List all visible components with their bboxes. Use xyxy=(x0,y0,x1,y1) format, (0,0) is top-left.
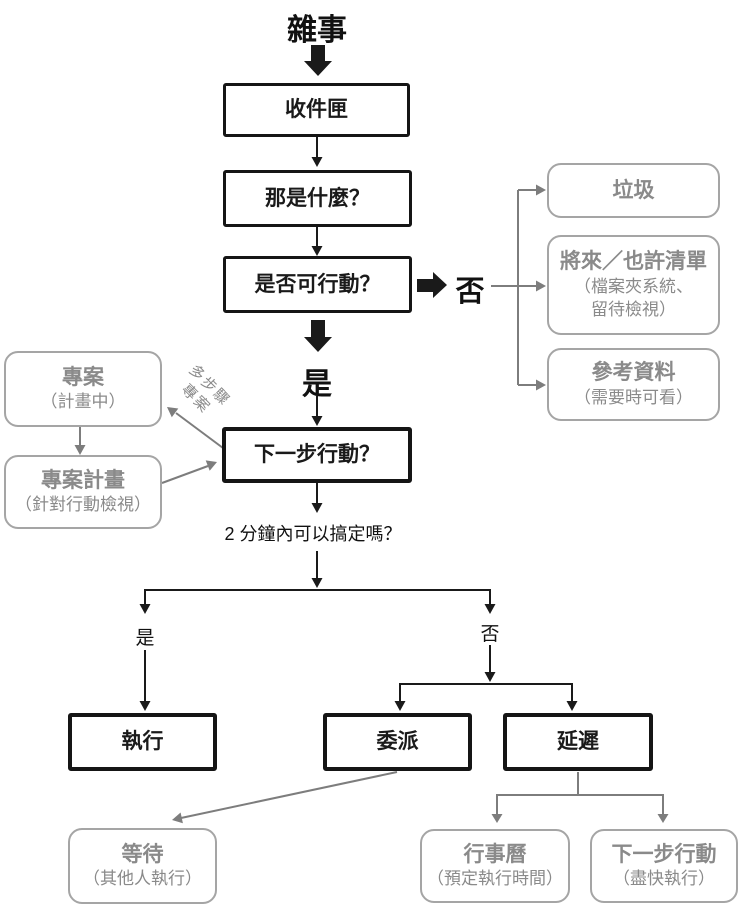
node-calendar-label: 行事曆 xyxy=(463,842,527,866)
node-someday-maybe-note1: （檔案夾系統、 xyxy=(574,276,693,296)
arrowhead-right-icon xyxy=(536,184,546,196)
label-yes-small: 是 xyxy=(135,628,155,649)
big-arrow-down-icon xyxy=(304,45,332,76)
arrowhead-down-icon xyxy=(484,672,496,682)
node-next-action-asap-note: （盡快執行） xyxy=(613,869,715,889)
node-project-plans-note: （針對行動檢視） xyxy=(15,495,151,515)
node-defer-label: 延遲 xyxy=(557,730,599,754)
node-delegate: 委派 xyxy=(323,713,472,771)
node-next-action-asap: 下一步行動 （盡快執行） xyxy=(590,829,738,903)
wire-delegate-to-waiting xyxy=(180,771,398,819)
node-project-plans: 專案計畫 （針對行動檢視） xyxy=(4,455,162,529)
node-is-it-actionable-label: 是否可行動？ xyxy=(254,272,381,296)
node-project-plans-label: 專案計畫 xyxy=(41,468,125,492)
arrowhead-down-icon xyxy=(311,157,323,167)
node-reference-note: （需要時可看） xyxy=(574,387,693,407)
diagram-title: 雜事 xyxy=(287,14,347,47)
node-waiting-note: （其他人執行） xyxy=(83,869,202,889)
node-someday-maybe-note2: 留待檢視） xyxy=(591,299,676,319)
node-calendar: 行事曆 （預定執行時間） xyxy=(420,829,570,903)
arrowhead-down-icon xyxy=(491,814,503,823)
node-someday-maybe: 將來／也許清單 （檔案夾系統、 留待檢視） xyxy=(547,235,720,335)
node-trash: 垃圾 xyxy=(547,163,720,218)
arrowhead-right-icon xyxy=(536,280,546,292)
label-no-branch: 否 xyxy=(455,276,485,308)
node-next-action-label: 下一步行動？ xyxy=(254,443,380,467)
arrowhead-upleft-icon xyxy=(167,407,179,418)
arrowhead-down-icon xyxy=(139,604,151,614)
arrowhead-down-icon xyxy=(74,445,86,455)
wire-plans-to-nextaction xyxy=(161,465,209,484)
label-no-small: 否 xyxy=(480,624,500,645)
node-inbox: 收件匣 xyxy=(223,83,410,137)
arrowhead-down-icon xyxy=(394,701,406,711)
arrowhead-right-icon xyxy=(205,460,217,471)
node-what-is-it-label: 那是什麼？ xyxy=(265,186,370,210)
arrowhead-down-icon xyxy=(311,503,323,513)
arrowhead-downleft-icon xyxy=(172,812,183,824)
node-projects-note: （計畫中） xyxy=(40,392,126,412)
arrowhead-right-icon xyxy=(536,379,546,391)
node-reference-label: 參考資料 xyxy=(591,361,676,385)
node-trash-label: 垃圾 xyxy=(612,178,655,202)
node-is-it-actionable: 是否可行動？ xyxy=(223,256,412,313)
node-waiting: 等待 （其他人執行） xyxy=(68,828,217,904)
big-arrow-down-icon xyxy=(304,320,332,352)
node-projects-label: 專案 xyxy=(62,365,104,389)
node-calendar-note: （預定執行時間） xyxy=(427,869,563,889)
label-two-minute-question: 2 分鐘內可以搞定嗎？ xyxy=(224,524,402,544)
node-do: 執行 xyxy=(68,713,217,771)
big-arrow-right-icon xyxy=(417,272,447,298)
node-next-action-asap-label: 下一步行動 xyxy=(611,842,717,866)
node-reference: 參考資料 （需要時可看） xyxy=(547,348,720,421)
arrowhead-down-icon xyxy=(657,814,669,823)
wire-nextaction-to-projects xyxy=(175,412,224,449)
node-waiting-label: 等待 xyxy=(121,842,164,866)
arrowhead-down-icon xyxy=(311,578,323,588)
node-delegate-label: 委派 xyxy=(376,730,419,754)
node-projects: 專案 （計畫中） xyxy=(4,351,162,427)
arrowhead-down-icon xyxy=(311,246,323,256)
node-inbox-label: 收件匣 xyxy=(285,98,348,122)
arrowhead-down-icon xyxy=(484,604,496,614)
label-yes-branch: 是 xyxy=(302,368,332,401)
arrowhead-down-icon xyxy=(311,416,323,426)
arrowhead-down-icon xyxy=(566,701,578,711)
node-next-action: 下一步行動？ xyxy=(222,427,412,483)
node-someday-maybe-label: 將來／也許清單 xyxy=(560,250,707,274)
node-what-is-it: 那是什麼？ xyxy=(223,170,412,227)
arrowhead-down-icon xyxy=(139,701,151,711)
node-do-label: 執行 xyxy=(121,730,164,754)
node-defer: 延遲 xyxy=(503,713,653,771)
